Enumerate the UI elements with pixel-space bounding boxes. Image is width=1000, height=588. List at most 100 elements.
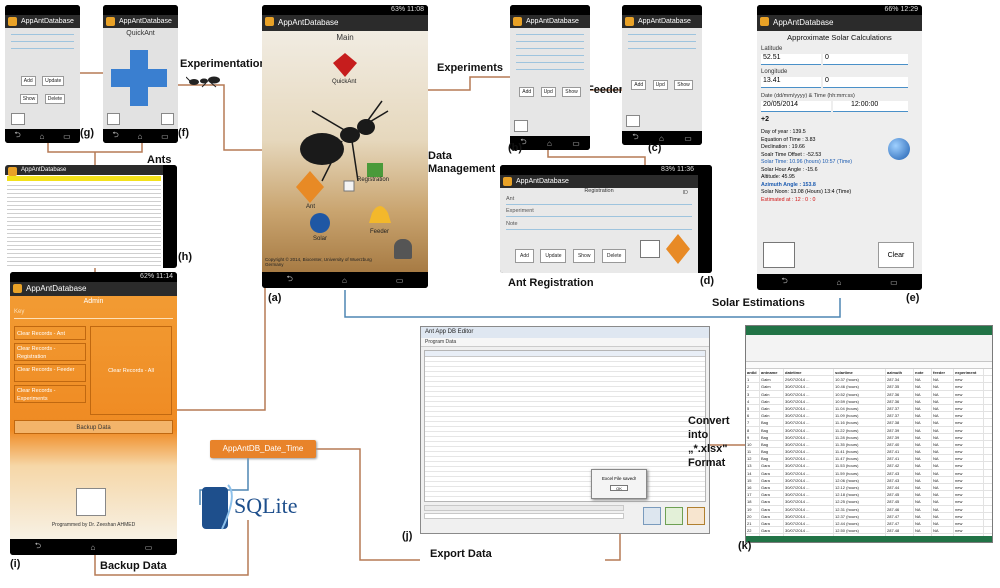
delete-button[interactable]: Delete [44, 94, 66, 104]
home-nav-icon[interactable]: ⌂ [137, 131, 143, 141]
backup-data-button[interactable]: Backup Data [14, 420, 173, 434]
snowflake-button[interactable] [643, 507, 661, 525]
recent-icon[interactable]: ▭ [144, 542, 153, 552]
table-cell[interactable]: Gara [760, 484, 784, 491]
table-cell[interactable]: new [954, 462, 984, 469]
globe-calculate-icon[interactable] [888, 138, 910, 160]
table-cell[interactable]: 21 [746, 519, 760, 527]
table-cell[interactable]: NA [914, 519, 932, 527]
table-cell[interactable]: 287.35 [886, 383, 914, 390]
show-button[interactable]: Show [572, 249, 596, 263]
home-nav-icon[interactable]: ⌂ [659, 133, 664, 143]
table-cell[interactable]: 30/07/2014 ... [784, 491, 834, 498]
table-cell[interactable]: 12.06 (hours) [834, 476, 886, 483]
table-cell[interactable]: 30/07/2014 ... [784, 476, 834, 483]
table-cell[interactable]: 30/07/2014 ... [784, 397, 834, 404]
formula-bar[interactable] [746, 362, 992, 369]
table-cell[interactable]: 19 [746, 505, 760, 512]
table-cell[interactable]: 287.43 [886, 476, 914, 483]
table-cell[interactable]: NA [914, 404, 932, 412]
home-icon[interactable] [11, 113, 25, 125]
table-cell[interactable]: 287.37 [886, 404, 914, 412]
user-avatar-icon[interactable] [394, 239, 412, 259]
note-field[interactable]: Note [506, 221, 518, 227]
table-cell[interactable]: 287.48 [886, 527, 914, 534]
recent-icon[interactable]: ▭ [395, 275, 404, 285]
back-icon[interactable]: ⮌ [14, 130, 21, 139]
table-cell[interactable]: NA [914, 512, 932, 519]
table-cell[interactable]: 11.22 (hours) [834, 426, 886, 433]
table-cell[interactable]: new [954, 376, 984, 383]
table-cell[interactable]: Gaim [760, 376, 784, 383]
table-cell[interactable]: NA [932, 484, 954, 491]
table-cell[interactable]: 30/07/2014 ... [784, 448, 834, 455]
table-cell[interactable]: new [954, 484, 984, 491]
table-cell[interactable]: new [954, 469, 984, 476]
table-cell[interactable]: 30/07/2014 ... [784, 419, 834, 426]
table-cell[interactable]: 4 [746, 397, 760, 404]
table-cell[interactable]: new [954, 448, 984, 455]
table-cell[interactable]: new [954, 440, 984, 448]
clear-records-registration-button[interactable]: Clear Records - Registration [14, 343, 86, 361]
table-cell[interactable]: 287.37 [886, 412, 914, 419]
table-cell[interactable]: 30/07/2014 ... [784, 484, 834, 491]
add-button[interactable]: Add [519, 87, 535, 97]
id-field[interactable]: ID [682, 190, 689, 196]
ant-field[interactable]: Ant [506, 196, 515, 202]
table-cell[interactable]: 10.46 (hours) [834, 383, 886, 390]
table-cell[interactable]: Gara [760, 519, 784, 527]
table-cell[interactable]: new [954, 404, 984, 412]
table-cell[interactable]: 287.36 [886, 390, 914, 397]
home-icon[interactable] [626, 115, 640, 127]
dialog-ok-button[interactable]: OK [610, 485, 628, 491]
table-cell[interactable]: 287.47 [886, 512, 914, 519]
records-table[interactable]: Excel File saved! OK [424, 350, 706, 502]
table-cell[interactable]: 287.36 [886, 397, 914, 404]
back-icon[interactable]: ⮌ [112, 130, 119, 139]
column-header[interactable]: experiment [954, 369, 984, 376]
add-button[interactable]: Add [20, 76, 36, 86]
show-button[interactable]: Show [562, 87, 581, 97]
table-cell[interactable]: NA [914, 476, 932, 483]
table-cell[interactable]: NA [932, 512, 954, 519]
show-button[interactable]: Show [674, 80, 693, 90]
table-cell[interactable]: 30/07/2014 ... [784, 512, 834, 519]
clear-button[interactable]: Clear [878, 242, 914, 268]
table-cell[interactable]: NA [914, 397, 932, 404]
home-icon[interactable] [76, 488, 106, 516]
table-cell[interactable]: Gara [760, 491, 784, 498]
back-icon[interactable]: ⮌ [520, 137, 527, 146]
table-cell[interactable]: Gara [760, 476, 784, 483]
table-cell[interactable]: 12.50 (hours) [834, 527, 886, 534]
table-cell[interactable]: 20 [746, 512, 760, 519]
table-cell[interactable]: 30/07/2014 ... [784, 527, 834, 534]
table-cell[interactable]: NA [914, 469, 932, 476]
home-nav-icon[interactable]: ⌂ [341, 275, 347, 285]
table-cell[interactable]: 287.40 [886, 440, 914, 448]
table-cell[interactable]: Gain [760, 412, 784, 419]
table-cell[interactable]: 287.47 [886, 519, 914, 527]
table-cell[interactable]: 287.39 [886, 426, 914, 433]
table-cell[interactable]: 11.47 (hours) [834, 455, 886, 462]
table-cell[interactable]: 287.41 [886, 455, 914, 462]
column-header[interactable]: feeder [932, 369, 954, 376]
table-cell[interactable]: 17 [746, 491, 760, 498]
table-cell[interactable]: 9 [746, 433, 760, 440]
home-icon[interactable] [514, 120, 528, 132]
table-cell[interactable]: Bag [760, 419, 784, 426]
add-button[interactable]: Add [515, 249, 534, 263]
table-cell[interactable]: new [954, 455, 984, 462]
update-button[interactable]: Upd [540, 87, 556, 97]
table-cell[interactable]: NA [914, 390, 932, 397]
table-cell[interactable]: NA [914, 484, 932, 491]
table-cell[interactable]: 14 [746, 469, 760, 476]
time-input[interactable]: 12:00:00 [833, 101, 908, 112]
